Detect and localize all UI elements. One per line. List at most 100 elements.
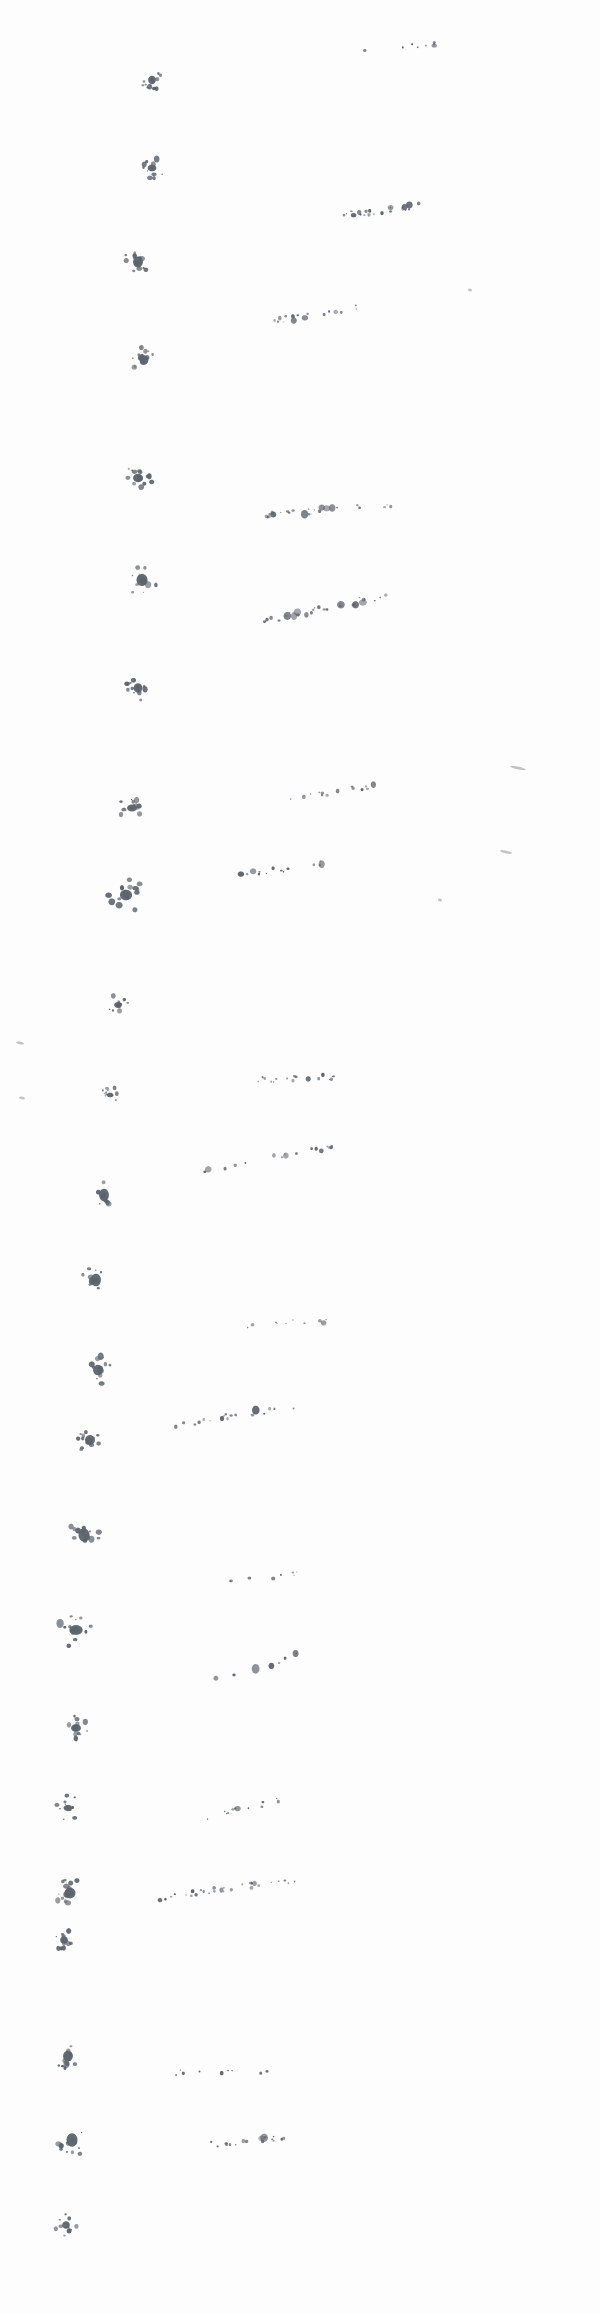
ink-speck [252,1880,257,1887]
ink-speck [132,269,136,273]
ink-speck [272,1081,275,1083]
ink-speck [293,1880,296,1883]
ink-speck [98,1381,105,1386]
ink-speck [53,2226,59,2232]
stray-mark [468,288,472,292]
ink-speck [305,1076,311,1082]
ink-speck [320,1320,327,1326]
ink-speck [88,1361,95,1368]
ink-speck [401,46,404,49]
ink-speck [227,2069,230,2072]
ink-speck [291,1078,295,1083]
ink-speck [60,2065,65,2068]
stray-mark [16,1041,24,1045]
ink-speck [56,1618,64,1628]
ink-speck [73,1714,76,1718]
ink-speck [250,1413,255,1417]
ink-speck [95,1269,97,1271]
ink-speck [307,512,311,516]
ink-speck [95,1378,98,1380]
ink-speck [97,1367,104,1374]
ink-speck [223,1415,225,1417]
ink-speck [147,175,153,181]
ink-speck [198,2070,201,2073]
ink-speck [146,170,149,172]
ink-speck [361,597,366,602]
ink-speck [276,320,280,323]
ink-speck [432,41,436,44]
ink-speck [133,260,139,265]
ink-speck [133,251,136,255]
ink-speck [131,357,134,360]
ink-speck [68,1625,72,1629]
left-ink-blots [53,72,163,2237]
ink-speck [72,1816,78,1820]
ink-speck [287,1882,290,1885]
ink-speck [245,872,249,876]
ink-speck [370,781,377,788]
ink-speck [74,1738,78,1742]
ink-speck [102,1356,104,1359]
ink-speck [431,43,437,48]
ink-speck [129,681,132,684]
ink-speck [261,1806,264,1808]
ink-speck [233,1163,237,1168]
ink-speck [95,1189,101,1195]
ink-speck [224,2142,229,2145]
ink-speck [272,512,274,515]
ink-speck [363,214,366,217]
ink-speck [117,897,122,901]
ink-speck [365,787,370,790]
ink-speck [330,1145,334,1148]
ink-speck [55,1935,58,1938]
ink-speck [229,1414,233,1417]
ink-speck [66,1722,72,1728]
ink-speck [271,866,275,871]
ink-speck [202,1890,205,1893]
ink-speck [350,785,354,788]
ink-speck [337,600,345,609]
ink-speck [272,2139,275,2142]
ink-speck [130,807,133,811]
ink-speck [283,612,292,620]
ink-speck [276,1799,280,1804]
ink-speck [69,1615,73,1618]
ink-speck [102,1192,105,1194]
ink-speck [283,1656,287,1660]
ink-speck [250,1881,253,1885]
ink-speck [212,1886,216,1890]
ink-speck [96,1441,101,1446]
ink-speck [222,1887,225,1889]
ink-speck [133,691,135,694]
ink-speck [72,1725,79,1732]
ink-speck [223,1166,227,1171]
ink-speck [85,1439,92,1445]
ink-speck [232,1673,236,1677]
ink-speck [194,1892,198,1897]
ink-speck [126,877,133,883]
ink-speck [234,2143,237,2146]
ink-speck [332,1075,335,1078]
ink-speck [318,1148,324,1154]
ink-speck [223,1810,226,1813]
ink-speck [96,1286,100,1290]
ink-speck [63,1625,67,1629]
ink-speck [330,1077,333,1081]
ink-speck [358,597,361,599]
ink-speck [110,1093,114,1097]
ink-speck [280,869,283,872]
ink-speck [64,1793,70,1798]
ink-speck [363,49,367,52]
ink-speck [66,1928,72,1934]
ink-speck [143,566,147,570]
ink-speck [274,1321,277,1323]
ink-speck [81,1272,85,1277]
ink-speck [151,86,157,91]
ink-speck [152,176,156,181]
ink-speck [117,1000,120,1003]
ink-speck [389,504,393,509]
ink-speck [277,1880,280,1882]
ink-speck [266,515,269,519]
ink-speck [94,1356,101,1362]
ink-speck [79,1616,83,1620]
